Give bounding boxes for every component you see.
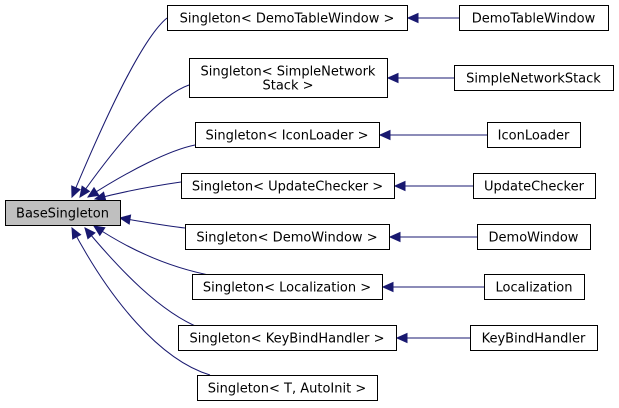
node-simplenetworkstack-box xyxy=(454,65,614,91)
node-singleton-keybindhandler-box xyxy=(178,325,397,351)
node-singleton-simplenetworkstack-box xyxy=(189,58,388,98)
node-demotablewindow: DemoTableWindow xyxy=(459,5,609,31)
edge-iconloader-to-basesingleton xyxy=(87,144,196,198)
node-updatechecker-box xyxy=(473,173,596,199)
arrowhead-keybindhandler-to-singleton xyxy=(395,332,408,344)
node-iconloader-label: IconLoader xyxy=(498,129,570,144)
node-demotablewindow-label: DemoTableWindow xyxy=(472,12,596,27)
edge-t-autoinit-to-basesingleton xyxy=(71,227,211,376)
arrowhead-demotablewindow-to-basesingleton xyxy=(71,185,81,199)
node-singleton-t-autoinit-label: Singleton< T, AutoInit > xyxy=(208,382,366,397)
arrowhead-simplenetworkstack-to-basesingleton xyxy=(79,185,91,199)
node-basesingleton-label: BaseSingleton xyxy=(16,207,109,222)
node-singleton-iconloader-box xyxy=(195,122,380,148)
node-singleton-localization-label: Singleton< Localization > xyxy=(203,281,371,296)
node-singleton-simplenetworkstack-label: Singleton< SimpleNetwork xyxy=(201,65,376,80)
nodes-layer: BaseSingleton Singleton< DemoTableWindow … xyxy=(5,5,614,401)
node-basesingleton-box xyxy=(5,200,121,226)
node-demowindow: DemoWindow xyxy=(477,224,591,250)
arrowhead-localization-to-basesingleton xyxy=(92,225,106,237)
node-singleton-demotablewindow-box xyxy=(167,5,408,31)
node-demotablewindow-box xyxy=(459,5,609,31)
arrowhead-simplenetworkstack-to-singleton xyxy=(386,72,399,84)
node-simplenetworkstack: SimpleNetworkStack xyxy=(454,65,614,91)
node-demowindow-box xyxy=(477,224,591,250)
edge-simplenetworkstack-to-basesingleton xyxy=(79,84,190,198)
arrowhead-t-autoinit-to-basesingleton xyxy=(71,226,82,240)
arrowhead-iconloader-to-singleton xyxy=(378,129,391,141)
arrowhead-demowindow-to-singleton xyxy=(388,231,401,243)
node-singleton-demowindow-label: Singleton< DemoWindow > xyxy=(196,231,377,246)
node-keybindhandler-label: KeyBindHandler xyxy=(482,332,586,347)
node-singleton-demowindow-box xyxy=(185,224,390,250)
node-iconloader: IconLoader xyxy=(487,122,581,148)
node-simplenetworkstack-label: SimpleNetworkStack xyxy=(466,72,601,87)
node-singleton-simplenetworkstack: Singleton< SimpleNetworkStack > xyxy=(189,58,388,98)
node-localization-label: Localization xyxy=(496,281,573,296)
node-updatechecker-label: UpdateChecker xyxy=(484,180,585,195)
node-singleton-demotablewindow: Singleton< DemoTableWindow > xyxy=(167,5,408,31)
node-singleton-demowindow: Singleton< DemoWindow > xyxy=(185,224,390,250)
node-singleton-t-autoinit-box xyxy=(197,375,378,401)
node-localization-box xyxy=(484,274,585,300)
edge-localization-to-basesingleton xyxy=(93,225,215,277)
arrowhead-updatechecker-to-singleton xyxy=(393,180,406,192)
node-keybindhandler: KeyBindHandler xyxy=(470,325,598,351)
node-singleton-iconloader-label: Singleton< IconLoader > xyxy=(205,129,368,144)
arrowhead-iconloader-to-basesingleton xyxy=(86,186,100,198)
node-singleton-updatechecker-box xyxy=(181,173,395,199)
node-singleton-demotablewindow-label: Singleton< DemoTableWindow > xyxy=(180,12,395,27)
node-localization: Localization xyxy=(484,274,585,300)
arrowhead-demowindow-to-basesingleton xyxy=(118,214,132,225)
arrowhead-updatechecker-to-basesingleton xyxy=(93,191,107,202)
node-singleton-localization-box xyxy=(192,274,383,300)
edges-layer xyxy=(71,12,487,376)
node-iconloader-box xyxy=(487,122,581,148)
node-singleton-localization: Singleton< Localization > xyxy=(192,274,383,300)
node-singleton-updatechecker-label: Singleton< UpdateChecker > xyxy=(192,180,383,195)
node-singleton-keybindhandler-label: Singleton< KeyBindHandler > xyxy=(189,332,384,347)
node-keybindhandler-box xyxy=(470,325,598,351)
node-basesingleton: BaseSingleton xyxy=(5,200,121,226)
node-singleton-updatechecker: Singleton< UpdateChecker > xyxy=(181,173,395,199)
node-singleton-t-autoinit: Singleton< T, AutoInit > xyxy=(197,375,378,401)
arrowhead-localization-to-singleton xyxy=(381,281,394,293)
node-singleton-simplenetworkstack-label: Stack > xyxy=(262,79,313,94)
edge-demotablewindow-to-basesingleton xyxy=(71,17,168,198)
node-singleton-iconloader: Singleton< IconLoader > xyxy=(195,122,380,148)
node-updatechecker: UpdateChecker xyxy=(473,173,596,199)
arrowhead-demotablewindow-to-singleton xyxy=(406,12,419,24)
node-demowindow-label: DemoWindow xyxy=(489,231,579,246)
arrowhead-keybindhandler-to-basesingleton xyxy=(84,227,96,240)
node-singleton-keybindhandler: Singleton< KeyBindHandler > xyxy=(178,325,397,351)
edge-updatechecker-to-basesingleton xyxy=(94,181,182,200)
edge-keybindhandler-to-basesingleton xyxy=(84,227,201,329)
